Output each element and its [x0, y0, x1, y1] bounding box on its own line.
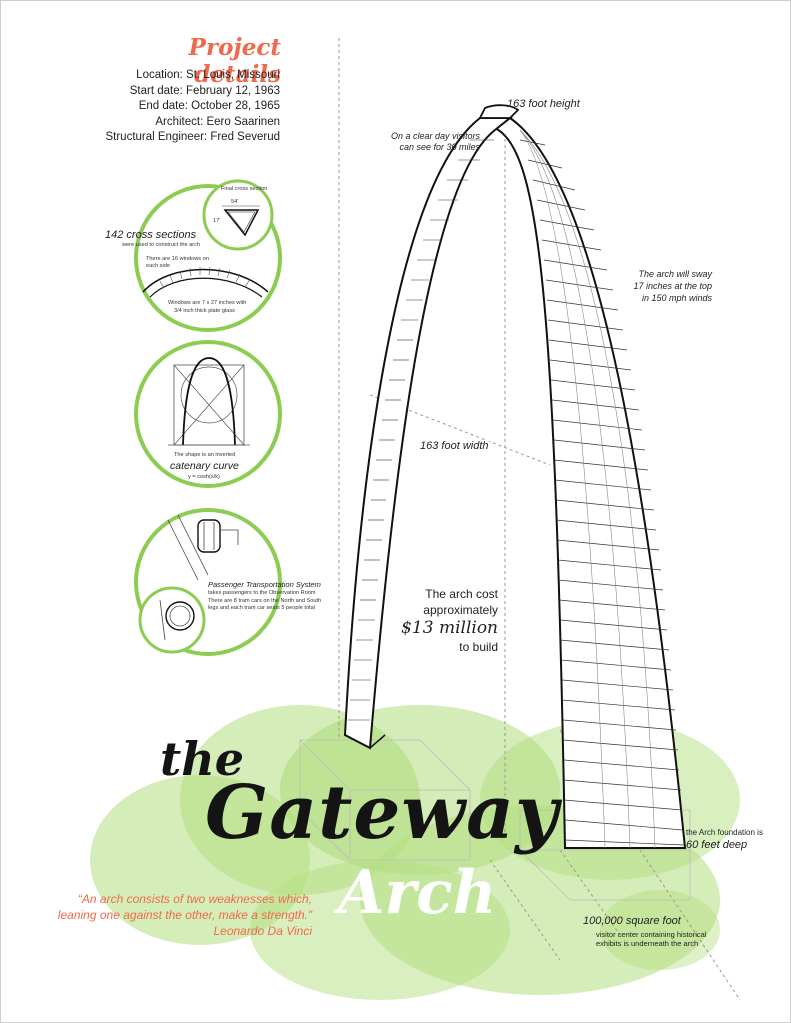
project-detail-engineer: Structural Engineer: Fred Severud [105, 131, 280, 143]
title-arch: Arch [338, 858, 497, 928]
transport-line-2: There are 8 tram cars on the North and S… [208, 598, 322, 604]
catenary-curve-label: catenary curve [170, 460, 239, 472]
quote-line-1: “An arch consists of two weaknesses whic… [77, 892, 312, 906]
visitors-line-1: On a clear day visitors [390, 131, 480, 141]
visitor-center-line-2: exhibits is underneath the arch [596, 939, 699, 948]
project-details-list: Location: St. Louis, Missouri Start date… [90, 68, 280, 146]
title-the: the [160, 732, 244, 786]
project-detail-location: Location: St. Louis, Missouri [136, 69, 280, 81]
quote-line-2: leaning one against the other, make a st… [57, 908, 312, 922]
tram-circle [134, 508, 282, 656]
transport-line-1: takes passengers to the Observation Room [208, 590, 316, 596]
windows-count-note: There are 16 windows on each side [146, 256, 209, 269]
visitor-center-line-1: visitor center containing historical [596, 930, 707, 939]
windows-size-note-1: Windows are 7 x 27 inches with [168, 300, 247, 306]
transport-title: Passenger Transportation System [208, 580, 321, 589]
project-detail-end: End date: October 28, 1965 [138, 100, 280, 112]
dim-side-label: 17' [213, 218, 221, 224]
cross-sections-subtitle: were used to construct the arch [122, 242, 201, 248]
cross-sections-title: 142 cross sections [105, 229, 197, 241]
da-vinci-quote: “An arch consists of two weaknesses whic… [20, 891, 312, 939]
title-gateway: Gateway [205, 770, 560, 856]
catenary-label: The shape is an inverted [174, 452, 236, 458]
width-annotation: 163 foot width [420, 440, 489, 452]
cross-sections-circle [134, 179, 282, 332]
cost-line-2: approximately [423, 603, 498, 617]
project-detail-architect: Architect: Eero Saarinen [155, 115, 280, 128]
height-annotation: 163 foot height [507, 98, 580, 110]
visitors-annotation: On a clear day visitors can see for 30 m… [354, 131, 480, 153]
visitors-line-2: can see for 30 miles [399, 142, 480, 152]
watercolor-blobs [90, 705, 740, 1000]
project-detail-start: Start date: February 12, 1963 [129, 84, 280, 97]
dim-top-label: 54' [231, 199, 239, 205]
cost-annotation: The arch cost approximately $13 million … [398, 586, 498, 655]
sway-line-3: in 150 mph winds [641, 293, 712, 303]
cost-line-3: to build [459, 640, 498, 654]
cost-line-1: The arch cost [425, 587, 498, 601]
sway-line-1: The arch will sway [638, 269, 712, 279]
transport-line-3: legs and each tram car seats 5 people to… [208, 605, 315, 611]
quote-author: Leonardo Da Vinci [213, 924, 312, 938]
catenary-circle [134, 340, 282, 488]
gateway-arch [343, 104, 687, 849]
cost-amount: $13 million [401, 618, 498, 638]
catenary-formula: y = cosh(x/k) [188, 474, 220, 480]
final-section-label: Final cross section [221, 186, 268, 192]
sway-annotation: The arch will sway 17 inches at the top … [612, 268, 712, 304]
foundation-line-2: 60 feet deep [686, 839, 748, 851]
sway-line-2: 17 inches at the top [633, 281, 712, 291]
foundation-line-1: the Arch foundation is [686, 828, 763, 837]
project-details-title: Project details [188, 34, 281, 88]
windows-size-note-2: 3/4 inch thick plate glass [174, 308, 235, 314]
sqft-annotation: 100,000 square foot [583, 915, 681, 927]
